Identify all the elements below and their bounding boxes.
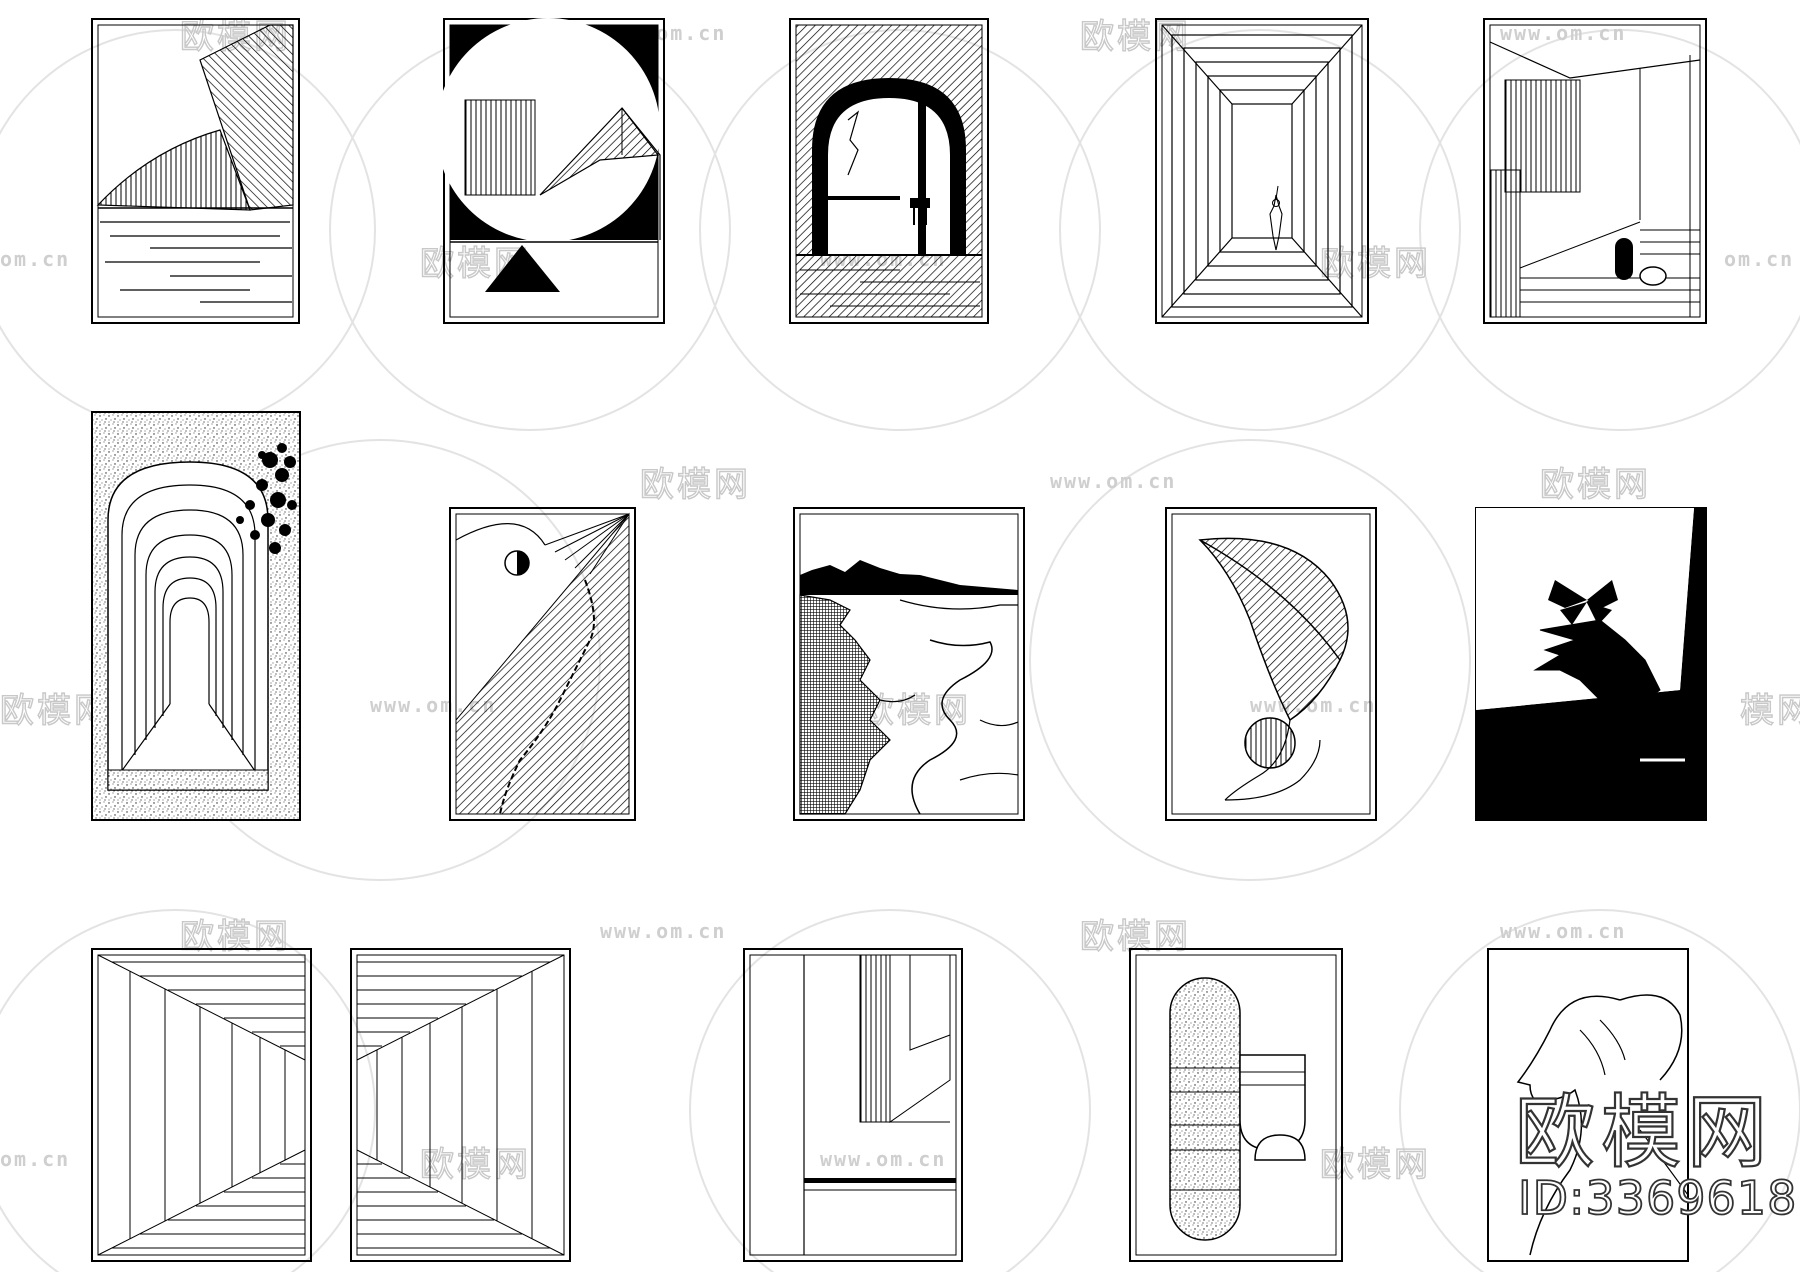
- watermark-logo-text: 欧模网: [1320, 1145, 1431, 1185]
- brand-name: 欧模网: [1515, 1086, 1773, 1179]
- artwork-perspective-panel-right: [350, 948, 571, 1262]
- artwork-arch-doorway: [789, 18, 989, 324]
- watermark-url: www.om.cn: [820, 1147, 946, 1171]
- brand-overlay: 欧模网 ID:3369618: [1514, 1085, 1797, 1226]
- artwork-woman-profile: [1487, 948, 1689, 1262]
- watermark-logo-text: 欧模网: [1320, 244, 1431, 284]
- watermark-logo-text: 欧模网: [420, 1145, 531, 1185]
- artwork-abstract-moon-diagonal: [449, 507, 636, 821]
- watermark-url: www.om.cn: [1500, 919, 1626, 943]
- watermark-logo-text: 欧模网: [1540, 465, 1651, 505]
- artwork-leaf-circle: [1165, 507, 1377, 821]
- artwork-vertical-planes: [743, 948, 963, 1262]
- watermark-url: om.cn: [1724, 247, 1794, 271]
- watermark-logo-text: 欧模网: [1080, 917, 1191, 957]
- artwork-coastline-landscape: [793, 507, 1025, 821]
- artwork-stippled-arches-tree: [91, 411, 301, 821]
- artwork-corridor-figure: [1155, 18, 1369, 324]
- watermark-logo-text: 欧模网: [0, 691, 111, 731]
- watermark-url: www.om.cn: [1050, 469, 1176, 493]
- artwork-capsule-arches: [1129, 948, 1343, 1262]
- artwork-sculptural-waves: [91, 18, 300, 324]
- watermark-url: om.cn: [0, 247, 70, 271]
- watermark-logo-text: 欧模网: [180, 917, 291, 957]
- artwork-perspective-panel-left: [91, 948, 312, 1262]
- watermark-logo-text: 欧模网: [1080, 17, 1191, 57]
- artwork-interior-window: [1483, 18, 1707, 324]
- brand-id: ID:3369618: [1518, 1171, 1797, 1225]
- watermark-logo-text: 欧模网: [640, 465, 751, 505]
- watermark-url: om.cn: [0, 1147, 70, 1171]
- watermark-url: www.om.cn: [600, 919, 726, 943]
- artwork-hand-butterfly: [1475, 507, 1707, 821]
- watermark-logo-text: 模网: [1740, 691, 1800, 731]
- artwork-circle-pyramid: [436, 18, 665, 324]
